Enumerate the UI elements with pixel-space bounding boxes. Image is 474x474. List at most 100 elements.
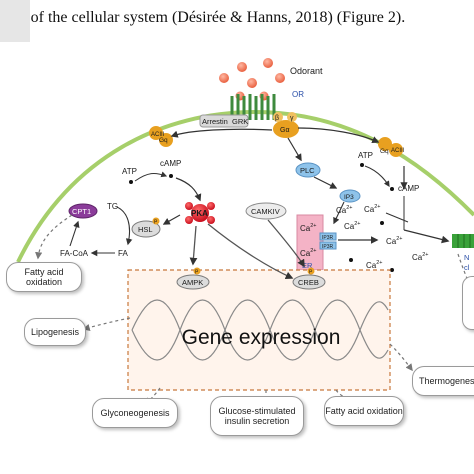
beta-label: β bbox=[275, 115, 279, 122]
olfactory-receptor bbox=[230, 94, 276, 120]
galpha-label: Gα bbox=[280, 127, 290, 134]
ip3r-upper-label: IP3R bbox=[322, 235, 334, 241]
arrow-pka-to-ampk bbox=[189, 225, 198, 266]
outcome-thermogenesis: Thermogenes bbox=[412, 366, 474, 396]
arrow-atp-to-camp-left bbox=[134, 171, 168, 182]
hsl-phosphate-label: P bbox=[154, 220, 158, 226]
outcome-glyconeogenesis: Glyconeogenesis bbox=[92, 398, 178, 428]
atp-right-dot bbox=[360, 163, 364, 167]
pka-label: PKA bbox=[191, 209, 208, 218]
ampk-label: AMPK bbox=[182, 278, 203, 287]
cpt1-label: CPT1 bbox=[72, 207, 91, 216]
arrow-facoa-to-cpt1 bbox=[69, 220, 80, 247]
outcome-glucose-line1: Glucose-stimulated bbox=[218, 405, 296, 416]
ampk-phosphate bbox=[193, 267, 201, 275]
svg-text:Ca2+: Ca2+ bbox=[300, 248, 317, 258]
fa-label: FA bbox=[118, 249, 128, 258]
outcome-glucose-stimulated-insulin-secretion: Glucose-stimulated insulin secretion bbox=[210, 396, 304, 436]
plc-label: PLC bbox=[300, 166, 315, 175]
creb-label: CREB bbox=[298, 278, 319, 287]
camkiv-label: CAMKIV bbox=[251, 207, 280, 216]
svg-text:Ca2+: Ca2+ bbox=[366, 260, 383, 270]
arrow-ip3-to-ip3r bbox=[333, 201, 345, 225]
dna-helix bbox=[131, 299, 389, 361]
line-calcium-to-channel bbox=[385, 212, 409, 223]
arrow-galpha-to-aciii-right bbox=[297, 127, 380, 143]
aciii-right-label: ACIII bbox=[391, 148, 405, 154]
arrow-camp-to-pka bbox=[175, 177, 202, 202]
arrow-camkiv-to-creb bbox=[267, 219, 305, 268]
pka-enzyme bbox=[185, 202, 215, 224]
ip3r-lower-label: IP3R bbox=[322, 244, 334, 250]
camp-left-label: cAMP bbox=[160, 159, 181, 168]
arrow-to-thermogenesis bbox=[389, 343, 413, 372]
arrow-camp-to-channel bbox=[403, 229, 450, 244]
odorant-label: Odorant bbox=[290, 66, 323, 76]
aciii-left-label: ACIII bbox=[151, 132, 165, 138]
ampk-phosphate-label: P bbox=[195, 270, 199, 276]
gq-right-label: Gq bbox=[380, 148, 389, 155]
outcome-fatty-acid-oxidation-left: Fatty acid oxidation bbox=[6, 262, 82, 292]
arrow-pka-to-hsl bbox=[162, 214, 181, 225]
atp-left-dot bbox=[129, 180, 133, 184]
svg-text:Ca2+: Ca2+ bbox=[300, 223, 317, 233]
corner-watermark bbox=[0, 0, 30, 42]
tg-label: TG bbox=[107, 202, 118, 211]
arrow-galpha-to-aciii-left bbox=[170, 128, 273, 138]
facoa-label: FA-CoA bbox=[60, 249, 89, 258]
atp-right-label: ATP bbox=[358, 151, 373, 160]
g-protein bbox=[273, 112, 299, 138]
ip3-molecule bbox=[339, 189, 361, 203]
calcium-dot-2 bbox=[380, 221, 384, 225]
or-label: OR bbox=[292, 90, 304, 99]
odorant-molecules bbox=[219, 58, 285, 101]
creb-phosphate bbox=[307, 267, 315, 275]
hsl-phosphate bbox=[152, 217, 160, 225]
calcium-dot-3 bbox=[390, 268, 394, 272]
arrow-cpt1-to-fatty-acid-oxidation bbox=[35, 214, 73, 260]
ip3r-lower bbox=[319, 241, 337, 250]
arrow-plc-to-ip3 bbox=[313, 176, 338, 189]
arrow-pka-to-creb bbox=[207, 223, 294, 279]
arrestin-grk-box bbox=[199, 114, 249, 128]
ip3r-upper bbox=[319, 232, 337, 241]
svg-text:Ca2+: Ca2+ bbox=[364, 204, 381, 214]
aciii-left bbox=[149, 126, 173, 147]
arrestin-label: Arrestin bbox=[202, 117, 228, 126]
ip3-label: IP3 bbox=[344, 194, 354, 201]
grk-label: GRK bbox=[232, 117, 248, 126]
camp-right-label: cAMP bbox=[398, 184, 419, 193]
hsl-enzyme bbox=[131, 220, 161, 238]
outcome-glucose-line2: insulin secretion bbox=[224, 416, 290, 426]
svg-text:Ca2+: Ca2+ bbox=[412, 252, 429, 262]
camp-right-dot bbox=[390, 187, 394, 191]
channel-label-n: N bbox=[464, 253, 469, 262]
calcium-ions: Ca2+ Ca2+ Ca2+ Ca2+ Ca2+ Ca2+ Ca2+ Ca2+ bbox=[300, 204, 429, 270]
gene-expression-box bbox=[127, 269, 391, 391]
arrow-to-lipogenesis bbox=[82, 317, 131, 331]
calcium-dot-1 bbox=[349, 258, 353, 262]
channel-label-cl: cl bbox=[464, 263, 470, 272]
outcome-lipogenesis: Lipogenesis bbox=[24, 318, 86, 346]
camp-left-dot bbox=[169, 174, 173, 178]
gene-expression-title: Gene expression bbox=[181, 326, 341, 349]
arrow-atp-to-camp-right bbox=[364, 165, 390, 188]
plc-enzyme bbox=[295, 162, 321, 178]
gq-left-label: Gq bbox=[159, 137, 168, 144]
aciii-right bbox=[378, 137, 403, 157]
hsl-label: HSL bbox=[138, 225, 153, 234]
ampk-enzyme bbox=[176, 274, 210, 290]
caption-text: res of the cellular system (Désirée & Ha… bbox=[8, 9, 406, 26]
creb-factor bbox=[292, 274, 326, 290]
atp-left-label: ATP bbox=[122, 167, 137, 176]
creb-phosphate-label: P bbox=[309, 270, 313, 276]
arrow-galpha-to-plc bbox=[287, 137, 302, 162]
cpt1-enzyme bbox=[68, 203, 98, 219]
arrow-tg-to-fa bbox=[116, 206, 133, 246]
outcome-fatty-acid-oxidation-right: Fatty acid oxidation bbox=[324, 396, 404, 426]
ion-channel bbox=[452, 234, 474, 248]
svg-text:Ca2+: Ca2+ bbox=[386, 236, 403, 246]
svg-text:Ca2+: Ca2+ bbox=[344, 221, 361, 231]
svg-text:Ca2+: Ca2+ bbox=[336, 205, 353, 215]
gamma-label: γ bbox=[290, 115, 294, 122]
